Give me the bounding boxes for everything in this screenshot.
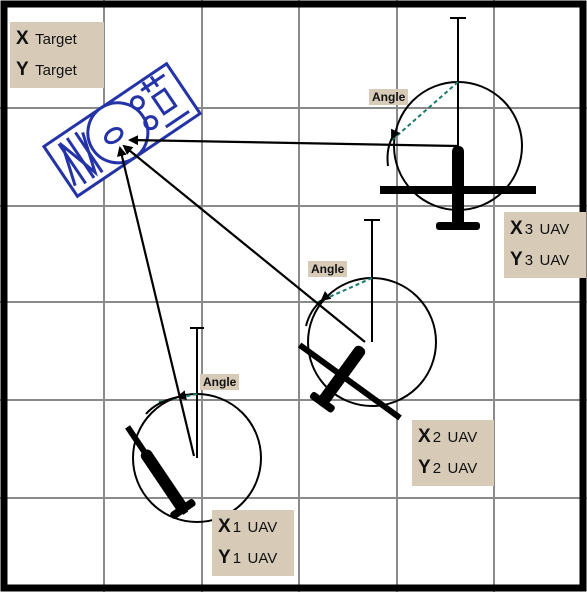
uav-3-x-letter: X (510, 218, 523, 239)
uav-3-y-letter: Y (510, 249, 523, 270)
uav-3-angle-dash (391, 81, 459, 141)
uav-3-y-word: UAV (539, 252, 570, 269)
uav-1-y-word: UAV (247, 550, 278, 567)
uav-3-angle-label: Angle (369, 89, 409, 105)
uav-2-angle-arc (305, 291, 332, 327)
uav-2-y-word: UAV (447, 460, 478, 477)
uav-1-x-letter: X (218, 516, 231, 537)
uav-1-y-letter: Y (218, 547, 231, 568)
target-x-word: Target (35, 31, 77, 48)
uav-1-x-word: UAV (247, 519, 278, 536)
uav-1-x-sub: 1 (232, 519, 242, 536)
arrow-uav2-to-target (122, 144, 366, 343)
target-coordinates-label: X Target Y Target (10, 22, 104, 88)
uav-3-angle-arc (386, 128, 401, 167)
uav-2-angle-dash (317, 277, 373, 303)
uav-1-aircraft (125, 327, 262, 523)
target-arrows (117, 135, 459, 457)
uav-2-x-word: UAV (447, 429, 478, 446)
uav-2-x-sub: 2 (432, 429, 442, 446)
uav-3-x-sub: 3 (524, 221, 534, 238)
uav-1-angle-label: Angle (200, 374, 240, 390)
target-icon (41, 61, 203, 199)
uav-3-y-sub: 3 (524, 252, 534, 269)
target-x-letter: X (16, 28, 29, 49)
uav-3-aircraft (380, 17, 536, 230)
uav-2-x-letter: X (418, 426, 431, 447)
target-y-letter: Y (16, 59, 29, 80)
uav-2-y-sub: 2 (432, 460, 442, 477)
uav-3-x-word: UAV (539, 221, 570, 238)
uav-2-y-letter: Y (418, 457, 431, 478)
arrow-uav3-to-target (128, 135, 459, 148)
arrow-uav1-to-target (117, 146, 196, 457)
uav-1-angle-arc (145, 390, 187, 415)
uav-2-aircraft (297, 219, 437, 421)
uav-2-angle-label: Angle (308, 261, 348, 277)
target-y-word: Target (35, 62, 77, 79)
uav-1-y-sub: 1 (232, 550, 242, 567)
